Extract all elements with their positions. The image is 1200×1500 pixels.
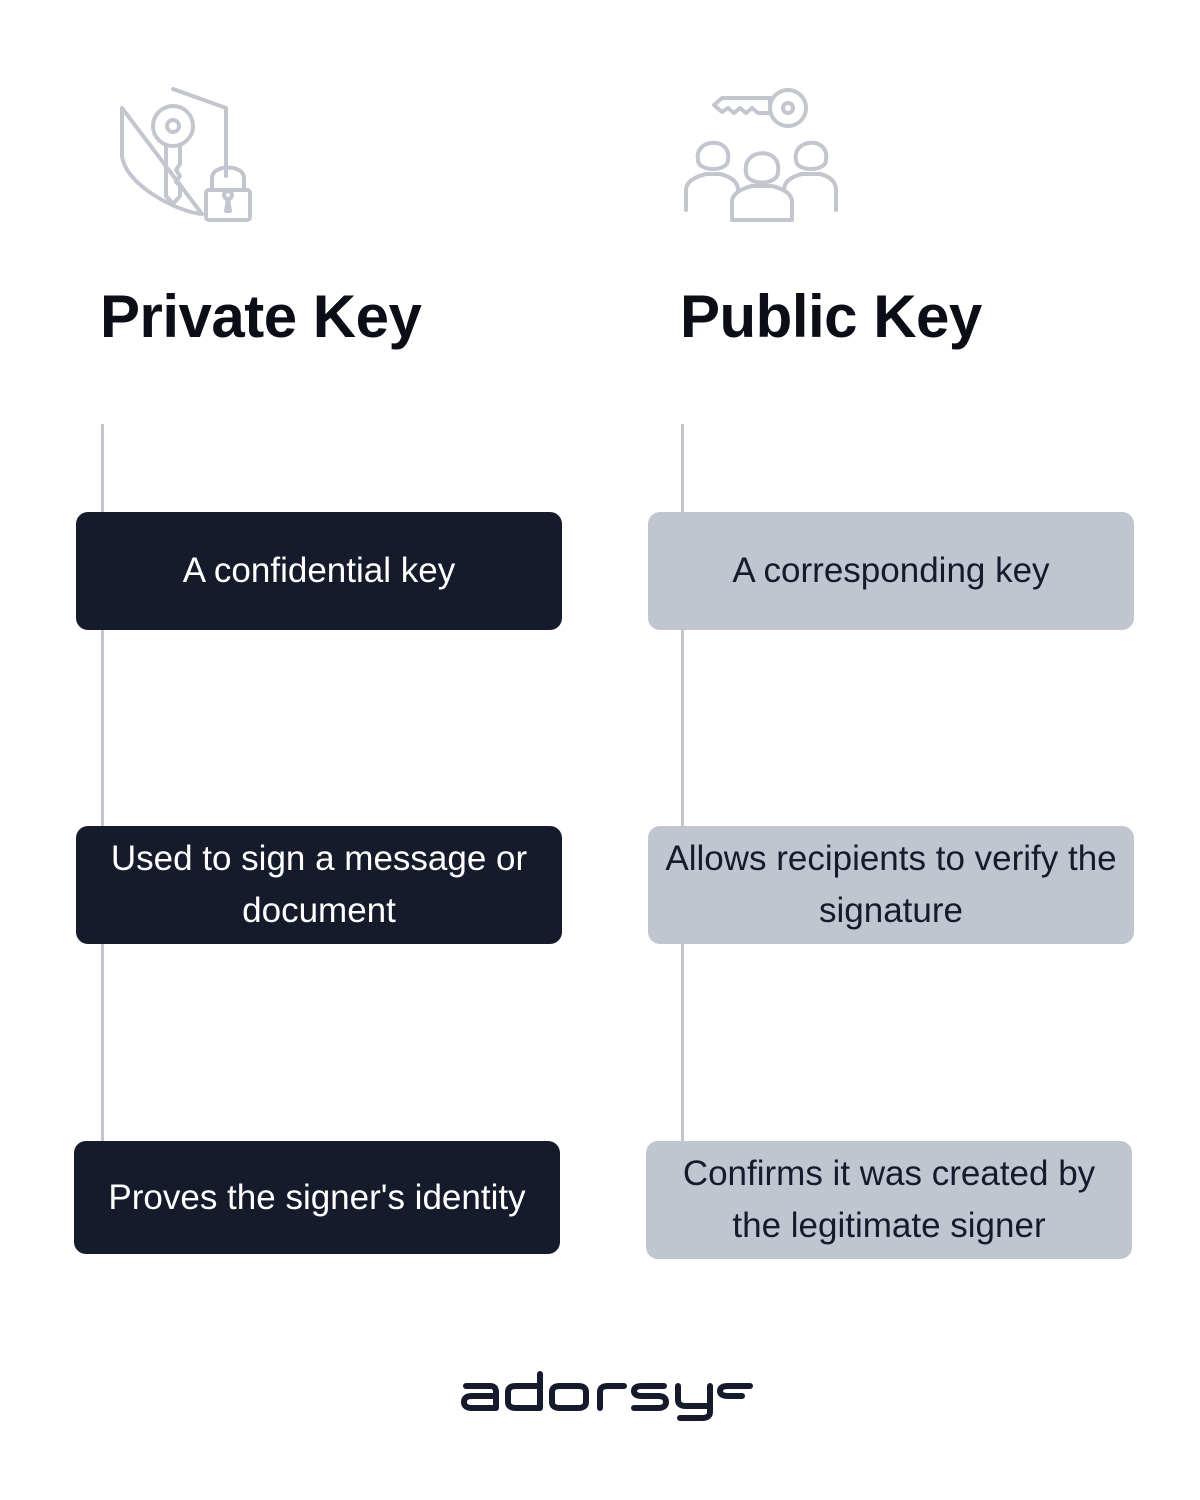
private-key-item-1: A confidential key [76, 512, 562, 630]
private-key-item-3: Proves the signer's identity [74, 1141, 560, 1254]
public-key-item-1: A corresponding key [648, 512, 1134, 630]
public-key-connector-line [681, 424, 684, 1144]
private-key-title: Private Key [100, 283, 422, 350]
shield-key-lock-icon [120, 87, 252, 222]
private-key-connector-line [101, 424, 104, 1144]
public-key-item-2: Allows recipients to verify the signatur… [648, 826, 1134, 944]
private-key-item-2: Used to sign a message or document [76, 826, 562, 944]
key-group-people-icon [684, 88, 838, 222]
public-key-item-3: Confirms it was created by the legitimat… [646, 1141, 1132, 1259]
adorsys-logo [0, 1370, 1200, 1425]
public-key-title: Public Key [680, 283, 982, 350]
adorsys-wordmark-icon [461, 1371, 753, 1421]
